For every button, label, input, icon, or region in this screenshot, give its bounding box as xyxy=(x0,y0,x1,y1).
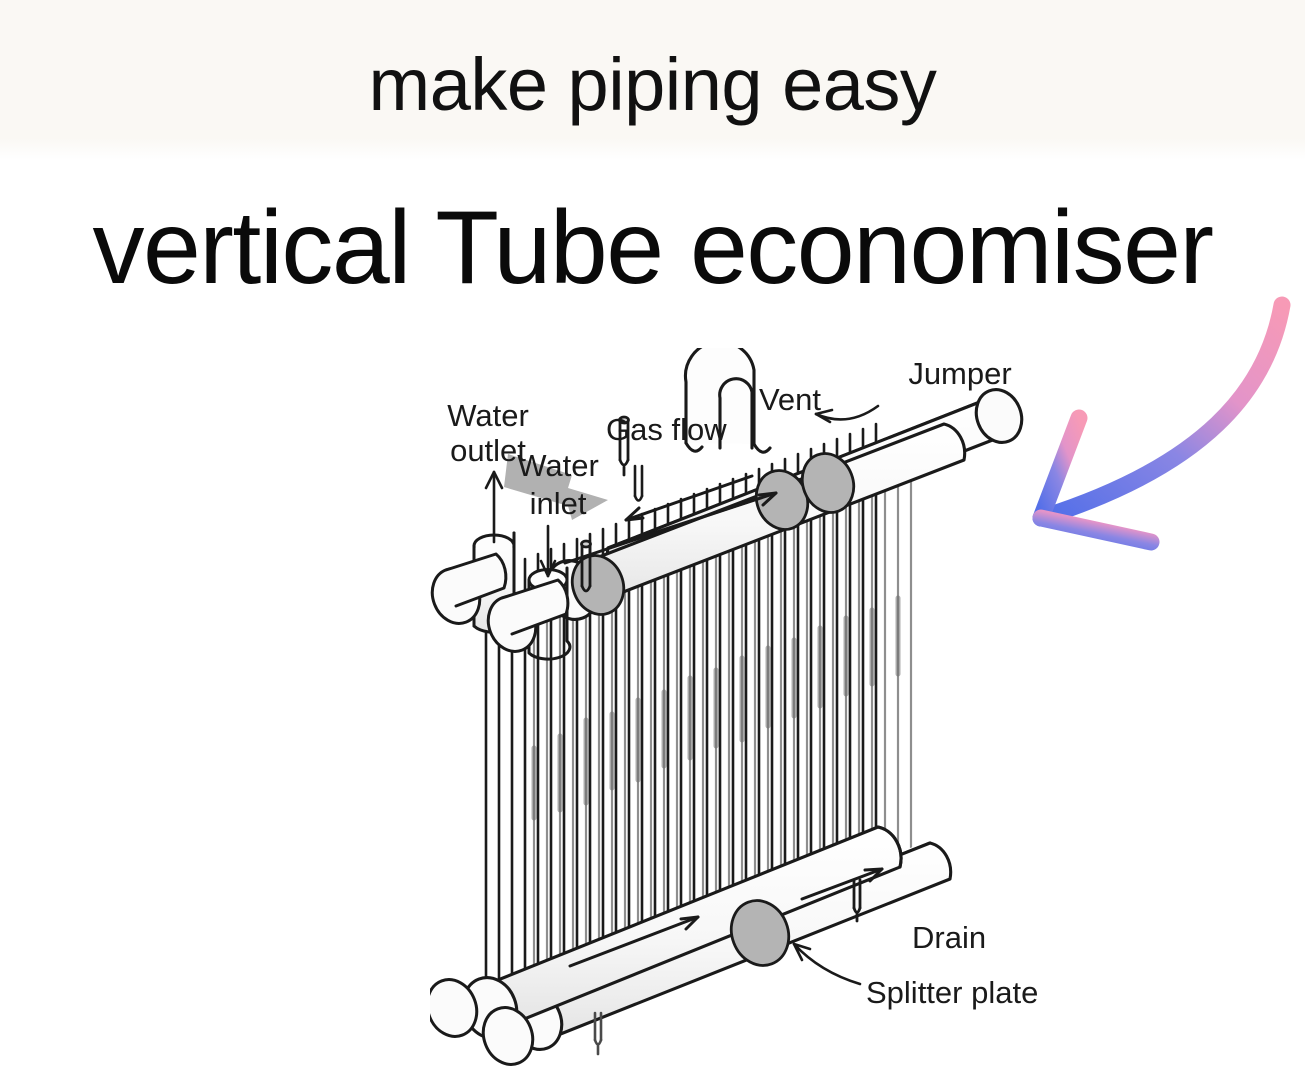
splitter-plate-bottom xyxy=(729,899,791,967)
jumper-u-pipe xyxy=(683,348,772,454)
splitter-plate-leader xyxy=(792,942,862,986)
water-inlet-leader xyxy=(539,524,557,578)
drain-nozzle xyxy=(852,878,862,923)
flow-arrow-top-left xyxy=(624,474,754,522)
gas-flow-arrow-icon xyxy=(504,454,608,520)
arrow-head-lower xyxy=(1032,509,1160,551)
drain-nozzle-rear xyxy=(593,1011,603,1056)
paper-band-fade xyxy=(0,138,1305,160)
tube-bank-shading xyxy=(531,595,901,821)
main-caption: vertical Tube economiser xyxy=(92,190,1214,306)
left-end-cylinders-bottom xyxy=(430,978,535,1066)
label-vent: Vent xyxy=(759,382,821,417)
paper-band-top xyxy=(0,0,1305,152)
label-water-outlet-line1: Water xyxy=(447,398,529,433)
label-water-outlet-line2: outlet xyxy=(450,433,526,468)
label-splitter-plate: Splitter plate xyxy=(866,975,1038,1010)
jumper-leader xyxy=(814,404,880,424)
flow-arrow-top-mid xyxy=(563,500,750,565)
economiser-diagram: Water outlet Water inlet Gas flow Vent J… xyxy=(430,348,1050,1080)
diagram-labels: Water outlet Water inlet Gas flow Vent J… xyxy=(447,356,1038,1010)
vent-stub-rear xyxy=(633,464,644,502)
arrow-curve-path xyxy=(1032,296,1291,527)
vent-nozzle xyxy=(618,415,630,477)
inlet-stub-nozzle xyxy=(580,539,592,593)
splitter-plate-top-rear xyxy=(800,452,856,514)
label-gas-flow: Gas flow xyxy=(606,412,727,447)
water-outlet-leader xyxy=(484,470,504,544)
label-water-inlet-line1: Water xyxy=(517,448,599,483)
label-water-inlet-line2: inlet xyxy=(530,486,587,521)
flow-arrow-bottom-right xyxy=(800,867,884,901)
label-drain: Drain xyxy=(912,920,986,955)
top-caption: make piping easy xyxy=(368,43,937,126)
label-jumper: Jumper xyxy=(908,356,1011,391)
annotation-pointer-arrow xyxy=(1005,270,1305,560)
left-end-cylinders xyxy=(430,552,570,653)
flow-arrow-bottom-left xyxy=(568,915,700,968)
